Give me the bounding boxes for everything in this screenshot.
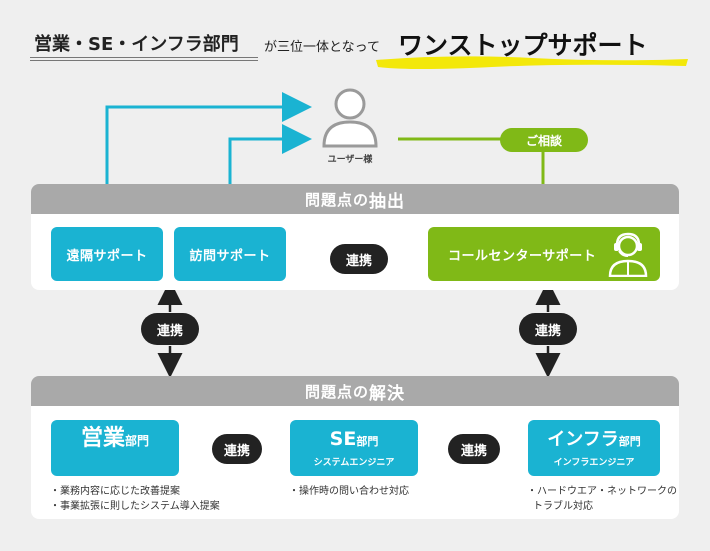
infra-main-label: インフラ (547, 428, 619, 450)
title-underline-2 (30, 60, 258, 61)
sales-department-box: 営業 部門 (51, 420, 179, 476)
se-main-label: SE (329, 428, 357, 450)
link-badge-bottom-right: 連携 (448, 434, 500, 464)
infra-department-box: インフラ 部門 インフラエンジニア (528, 420, 660, 476)
resolution-header-prefix: 問題点の (304, 382, 369, 401)
callcenter-support-box: コールセンターサポート (428, 227, 660, 281)
link-badge-right: 連携 (519, 313, 577, 345)
sales-main-label: 営業 (80, 426, 125, 451)
se-note-1: ・操作時の問い合わせ対応 (289, 486, 409, 497)
resolution-panel-header: 問題点の解決 (31, 376, 679, 406)
sales-note-1: ・業務内容に応じた改善提案 (50, 486, 180, 497)
se-caption: システムエンジニア (313, 458, 395, 468)
title-highlight-brush (376, 56, 688, 69)
visit-support-box: 訪問サポート (174, 227, 286, 281)
extraction-header-prefix: 問題点の (304, 190, 369, 209)
se-sub-label: 部門 (356, 435, 379, 448)
extraction-header-main: 抽出 (369, 191, 405, 212)
consult-badge: ご相談 (500, 128, 588, 152)
sales-notes: ・業務内容に応じた改善提案 ・事業拡張に則したシステム導入提案 (50, 484, 220, 514)
callcenter-label: コールセンターサポート (448, 248, 597, 264)
infra-notes: ・ハードウエア・ネットワークの トラブル対応 (527, 484, 677, 514)
sales-sub-label: 部門 (125, 434, 150, 448)
title-underline (30, 57, 258, 58)
remote-support-box: 遠隔サポート (51, 227, 163, 281)
link-badge-top: 連携 (330, 244, 388, 274)
sales-note-2: ・事業拡張に則したシステム導入提案 (50, 501, 220, 512)
title-departments: 営業・SE・インフラ部門 (34, 34, 239, 55)
extraction-panel-header: 問題点の抽出 (31, 184, 679, 214)
user-icon (322, 88, 378, 148)
se-notes: ・操作時の問い合わせ対応 (289, 484, 409, 499)
infra-sub-label: 部門 (618, 434, 641, 448)
title-connector: が三位一体となって (264, 40, 380, 55)
user-label: ユーザー様 (327, 155, 373, 165)
title-one-stop: ワンストップサポート (398, 31, 648, 60)
resolution-header-main: 解決 (369, 383, 405, 404)
se-title: SE 部門 (330, 428, 379, 453)
link-badge-left: 連携 (141, 313, 199, 345)
infra-title: インフラ 部門 (547, 429, 640, 453)
infra-note-2: トラブル対応 (533, 501, 593, 512)
link-badge-bottom-left: 連携 (212, 434, 262, 464)
operator-headset-icon (608, 232, 648, 277)
infra-caption: インフラエンジニア (553, 457, 635, 468)
se-department-box: SE 部門 システムエンジニア (290, 420, 418, 476)
infra-note-1: ・ハードウエア・ネットワークの (527, 486, 677, 497)
